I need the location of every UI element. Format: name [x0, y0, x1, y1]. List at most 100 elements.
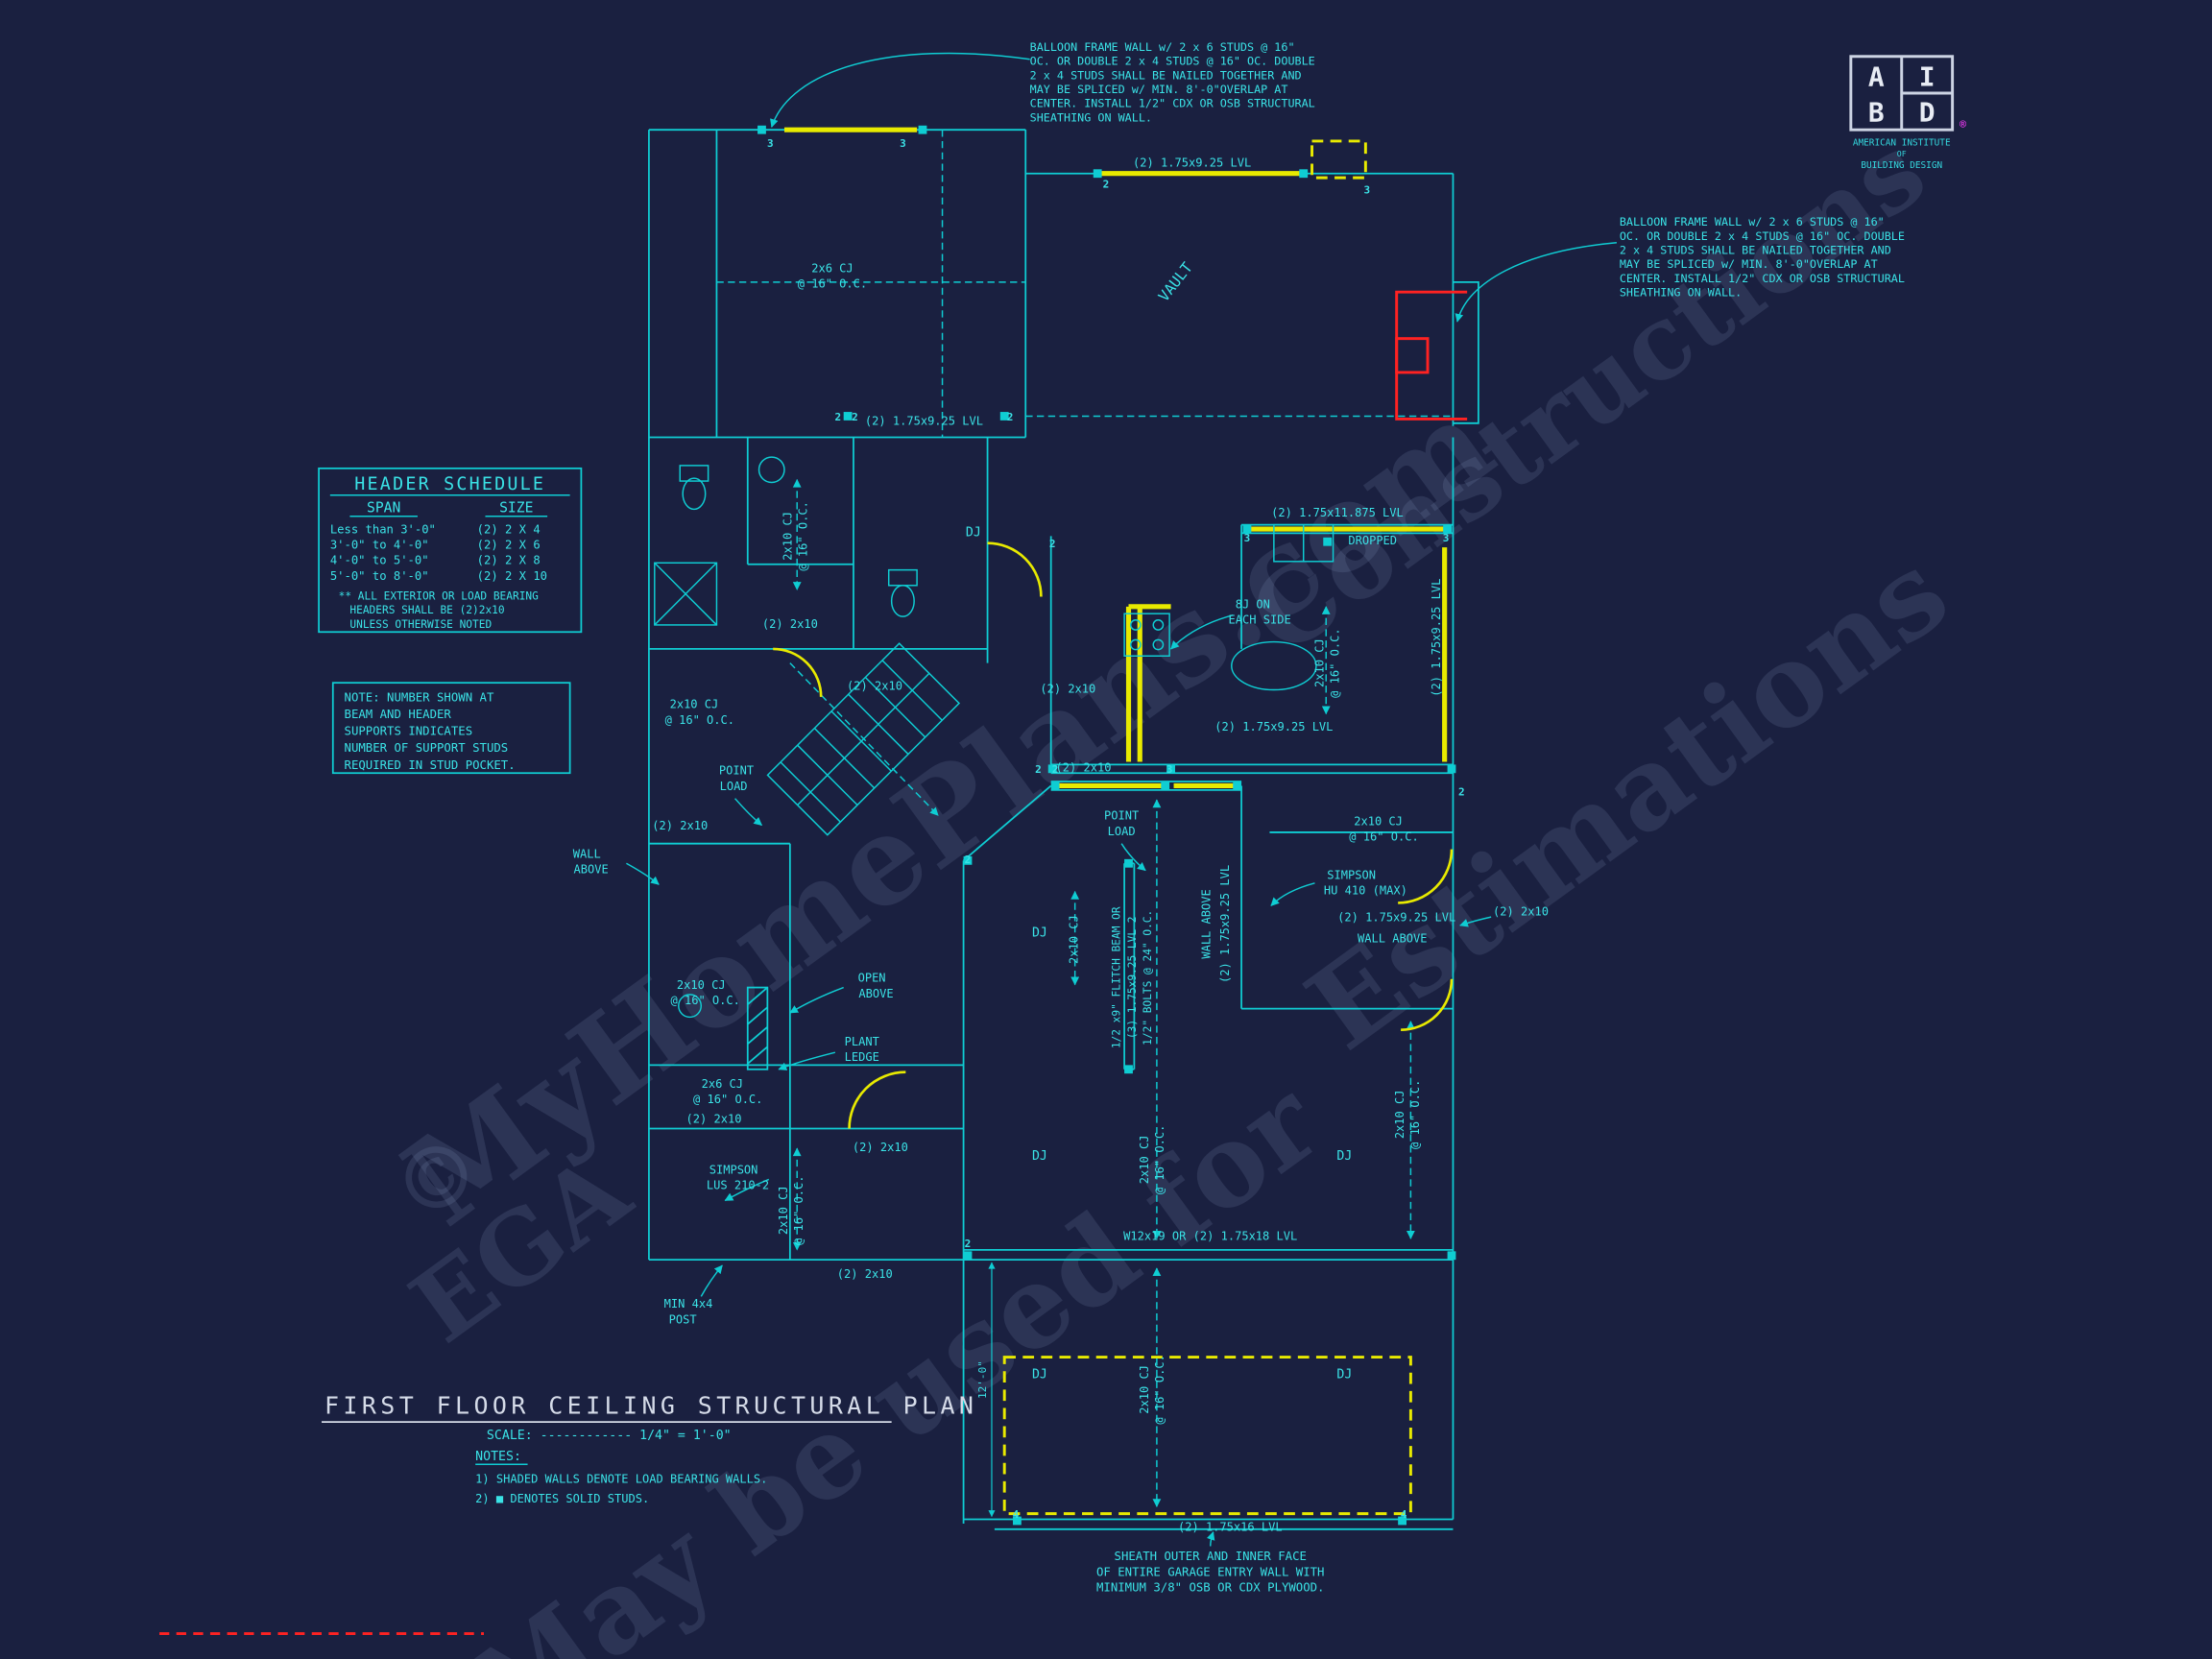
plan-label: DJ — [1032, 1149, 1047, 1164]
schedule-cell: (2) 2 X 6 — [477, 539, 541, 552]
note-line: OC. OR DOUBLE 2 x 4 STUDS @ 16" OC. DOUB… — [1620, 229, 1905, 243]
red-markup — [159, 290, 1468, 1636]
sink — [678, 994, 703, 1019]
column-size: SIZE — [499, 499, 533, 516]
note-line: BEAM AND HEADER — [345, 708, 452, 721]
plan-label: DROPPED — [1348, 534, 1397, 547]
registered-mark: ® — [1960, 118, 1967, 132]
plant-ledge-wall — [746, 986, 769, 1070]
shower — [654, 562, 718, 626]
note-line: MINIMUM 3/8" OSB OR CDX PLYWOOD. — [1096, 1580, 1325, 1594]
plan-label: (2) 1.75x9.25 LVL — [865, 414, 983, 427]
note-line: REQUIRED IN STUD POCKET. — [345, 758, 516, 772]
plan-label: @ 16" O.C. — [792, 1176, 805, 1245]
solid-stud-marker — [1398, 1516, 1407, 1526]
stud-count-number: 4 — [1013, 1508, 1020, 1521]
plan-label: (2) 1.75x9.25 LVL — [1214, 720, 1333, 733]
plan-label: (2) 1.75x9.25 LVL — [1133, 156, 1251, 169]
plan-label: VAULT — [1155, 259, 1196, 305]
schedule-footnote: HEADERS SHALL BE (2)2x10 — [349, 604, 504, 616]
fixtures — [654, 456, 1334, 1019]
toilet — [682, 477, 707, 511]
stud-count-number: 2 — [1458, 786, 1465, 799]
stud-count-number: 2 — [1049, 538, 1056, 550]
plan-label: POST — [669, 1312, 697, 1326]
stud-count-number: 2 — [852, 411, 858, 423]
page-title: FIRST FLOOR CEILING STRUCTURAL PLAN — [325, 1391, 977, 1419]
stove — [1123, 613, 1170, 658]
logo-letter-b: B — [1868, 96, 1885, 128]
note-line: SHEATHING ON WALL. — [1030, 110, 1152, 124]
aibd-logo: A I B D ® AMERICAN INSTITUTE OF BUILDING… — [1849, 55, 1967, 171]
solid-stud-marker — [1124, 858, 1133, 868]
plan-label: (3) 1.75x9.25 LVL 2 — [1126, 916, 1139, 1039]
sink — [757, 456, 785, 484]
general-note: 2) ■ DENOTES SOLID STUDS. — [475, 1492, 649, 1505]
solid-stud-marker — [1447, 764, 1456, 774]
solid-stud-marker — [1047, 764, 1057, 774]
plan-label: (2) 2x10 — [837, 1267, 893, 1281]
schedule-cell: 5'-0" to 8'-0" — [330, 569, 429, 583]
plan-label: (2) 1.75x9.25 LVL — [1218, 865, 1232, 983]
schedule-footnote: UNLESS OTHERWISE NOTED — [349, 618, 492, 631]
plan-label: 2x6 CJ — [811, 262, 853, 276]
stud-count-number: 2 — [965, 854, 972, 866]
plan-label: @ 16" O.C. — [798, 277, 867, 291]
dashed-lines — [716, 130, 1454, 1508]
plan-label: EACH SIDE — [1229, 613, 1291, 626]
leader-lines — [626, 52, 1617, 1547]
note-line: OF ENTIRE GARAGE ENTRY WALL WITH — [1096, 1565, 1325, 1578]
plan-label: (2) 2x10 — [1040, 682, 1095, 695]
plan-label: @ 16" O.C. — [1328, 628, 1341, 697]
plan-label: (2) 2x10 — [686, 1113, 742, 1126]
plan-label: DJ — [1032, 926, 1047, 941]
plan-label: 2x10 CJ — [1068, 915, 1081, 964]
stud-count-number: 3 — [900, 137, 906, 150]
balloon-frame-note-right: BALLOON FRAME WALL w/ 2 x 6 STUDS @ 16" … — [1620, 215, 1905, 299]
kitchen-island — [1231, 640, 1317, 691]
schedule-cell: (2) 2 X 4 — [477, 522, 541, 536]
note-line: BALLOON FRAME WALL w/ 2 x 6 STUDS @ 16" — [1620, 215, 1885, 228]
solid-studs-layer — [757, 125, 1456, 1526]
plan-label: POINT — [1104, 809, 1139, 823]
solid-stud-marker — [1050, 781, 1060, 790]
solid-stud-marker — [1299, 169, 1309, 179]
logo-org-line: AMERICAN INSTITUTE — [1853, 137, 1951, 148]
plan-label: (2) 1.75x16 LVL — [1178, 1520, 1283, 1533]
header-schedule-title: HEADER SCHEDULE — [354, 474, 545, 494]
plan-label: 2x10 CJ — [1312, 638, 1326, 687]
solid-stud-marker — [1323, 537, 1333, 546]
solid-stud-marker — [918, 125, 927, 134]
garage-sheathing-note: SHEATH OUTER AND INNER FACE OF ENTIRE GA… — [1096, 1550, 1325, 1594]
plan-label: @ 16" O.C. — [1153, 1355, 1166, 1424]
plan-label: 1/2" BOLTS @ 24" O.C. — [1142, 910, 1154, 1046]
plan-label: @ 16" O.C. — [1153, 1125, 1166, 1194]
note-line: SUPPORTS INDICATES — [345, 725, 473, 738]
plan-label: (2) 1.75x9.25 LVL — [1430, 579, 1443, 697]
logo-letter-i: I — [1919, 61, 1936, 93]
plan-label: 2x10 CJ — [1393, 1090, 1407, 1139]
logo-letter-d: D — [1919, 96, 1936, 128]
plan-label: OPEN — [858, 972, 886, 985]
plan-label: 2x10 CJ — [670, 698, 719, 711]
plan-label: 2x10 CJ — [677, 978, 726, 992]
plan-label: LOAD — [1108, 825, 1136, 838]
stud-count-number: 3 — [1364, 183, 1371, 196]
stud-count-number: 2 — [1035, 763, 1042, 776]
plan-label: WALL — [573, 847, 601, 860]
plan-label: @ 16" O.C. — [665, 713, 734, 727]
note-line: 2 x 4 STUDS SHALL BE NAILED TOGETHER AND — [1620, 243, 1891, 256]
stud-count-number: 3 — [1166, 763, 1173, 776]
plan-label: (2) 1.75x11.875 LVL — [1271, 506, 1404, 519]
note-line: NOTE: NUMBER SHOWN AT — [345, 690, 494, 704]
plan-label: (2) 2x10 — [762, 617, 818, 631]
plan-label: 2x10 CJ — [1138, 1365, 1151, 1414]
plan-label: POINT — [719, 764, 754, 778]
plan-label: PLANT — [845, 1035, 879, 1048]
stud-count-number: 2 — [1052, 763, 1059, 776]
plan-label: 8J ON — [1236, 597, 1270, 611]
plan-label: 2x10 CJ — [1354, 815, 1403, 829]
plan-label: ABOVE — [574, 863, 609, 877]
plan-label: (2) 2x10 — [1056, 761, 1112, 775]
